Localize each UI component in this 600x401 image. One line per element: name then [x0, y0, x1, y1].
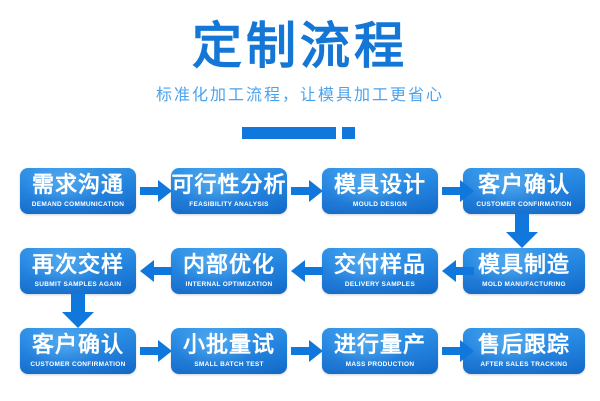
flow-node-label-en: CUSTOMER CONFIRMATION [30, 360, 126, 368]
divider-bar [242, 127, 336, 139]
arrow-right-icon [140, 339, 172, 363]
flow-node-label-cn: 再次交样 [31, 252, 124, 278]
flow-node-label-cn: 模具制造 [477, 252, 570, 278]
flow-node-submit-samples-again[interactable]: 再次交样 SUBMIT SAMPLES AGAIN [20, 248, 136, 294]
flow-node-customer-confirmation-2[interactable]: 客户确认 CUSTOMER CONFIRMATION [20, 328, 136, 374]
flow-node-mould-design[interactable]: 模具设计 MOULD DESIGN [322, 168, 438, 214]
flow-node-customer-confirmation-1[interactable]: 客户确认 CUSTOMER CONFIRMATION [463, 168, 585, 214]
flow-node-label-en: CUSTOMER CONFIRMATION [476, 200, 572, 208]
flow-node-label-en: MOLD MANUFACTURING [482, 280, 566, 288]
flow-node-delivery-samples[interactable]: 交付样品 DELIVERY SAMPLES [322, 248, 438, 294]
arrow-left-icon [291, 259, 323, 283]
arrow-left-icon [442, 259, 474, 283]
flow-node-mass-production[interactable]: 进行量产 MASS PRODUCTION [322, 328, 438, 374]
flow-node-label-en: DEMAND COMMUNICATION [31, 200, 125, 208]
flow-node-label-en: SMALL BATCH TEST [194, 360, 264, 368]
flow-node-label-cn: 售后跟踪 [477, 332, 570, 358]
flow-node-label-en: DELIVERY SAMPLES [344, 280, 416, 288]
flow-node-label-cn: 内部优化 [182, 252, 275, 278]
title-divider [242, 127, 600, 139]
flow-node-label-cn: 交付样品 [333, 252, 426, 278]
arrow-down-icon-row2-to-row3 [61, 294, 95, 328]
flow-node-label-cn: 可行性分析 [171, 172, 287, 198]
arrow-left-icon [140, 259, 172, 283]
flow-node-feasibility-analysis[interactable]: 可行性分析 FEASIBILITY ANALYSIS [171, 168, 287, 214]
flow-node-small-batch-test[interactable]: 小批量试 SMALL BATCH TEST [171, 328, 287, 374]
flow-node-label-cn: 小批量试 [182, 332, 275, 358]
arrow-right-icon [291, 339, 323, 363]
arrow-right-icon [140, 179, 172, 203]
arrow-down-icon-row1-to-row2 [505, 214, 539, 248]
flow-node-label-en: MOULD DESIGN [352, 200, 408, 208]
flow-node-label-en: INTERNAL OPTIMIZATION [185, 280, 273, 288]
arrow-right-icon [442, 339, 474, 363]
flow-node-after-sales-tracking[interactable]: 售后跟踪 AFTER SALES TRACKING [463, 328, 585, 374]
flow-node-label-cn: 客户确认 [31, 332, 124, 358]
flow-node-label-cn: 客户确认 [477, 172, 570, 198]
divider-square [342, 127, 355, 139]
flow-node-label-en: AFTER SALES TRACKING [480, 360, 568, 368]
flow-node-label-en: SUBMIT SAMPLES AGAIN [34, 280, 122, 288]
page-title: 定制流程 [192, 17, 408, 75]
page-subtitle: 标准化加工流程，让模具加工更省心 [155, 85, 444, 104]
flow-node-label-cn: 需求沟通 [31, 172, 124, 198]
arrow-right-icon [291, 179, 323, 203]
flow-node-label-cn: 进行量产 [333, 332, 426, 358]
flow-node-internal-optimization[interactable]: 内部优化 INTERNAL OPTIMIZATION [171, 248, 287, 294]
flow-node-mold-manufacturing[interactable]: 模具制造 MOLD MANUFACTURING [463, 248, 585, 294]
flow-node-label-en: MASS PRODUCTION [345, 360, 415, 368]
arrow-right-icon [442, 179, 474, 203]
flow-node-label-cn: 模具设计 [333, 172, 426, 198]
flow-node-demand-communication[interactable]: 需求沟通 DEMAND COMMUNICATION [20, 168, 136, 214]
flow-node-label-en: FEASIBILITY ANALYSIS [189, 200, 269, 208]
page-header: 定制流程 标准化加工流程，让模具加工更省心 [0, 0, 600, 150]
